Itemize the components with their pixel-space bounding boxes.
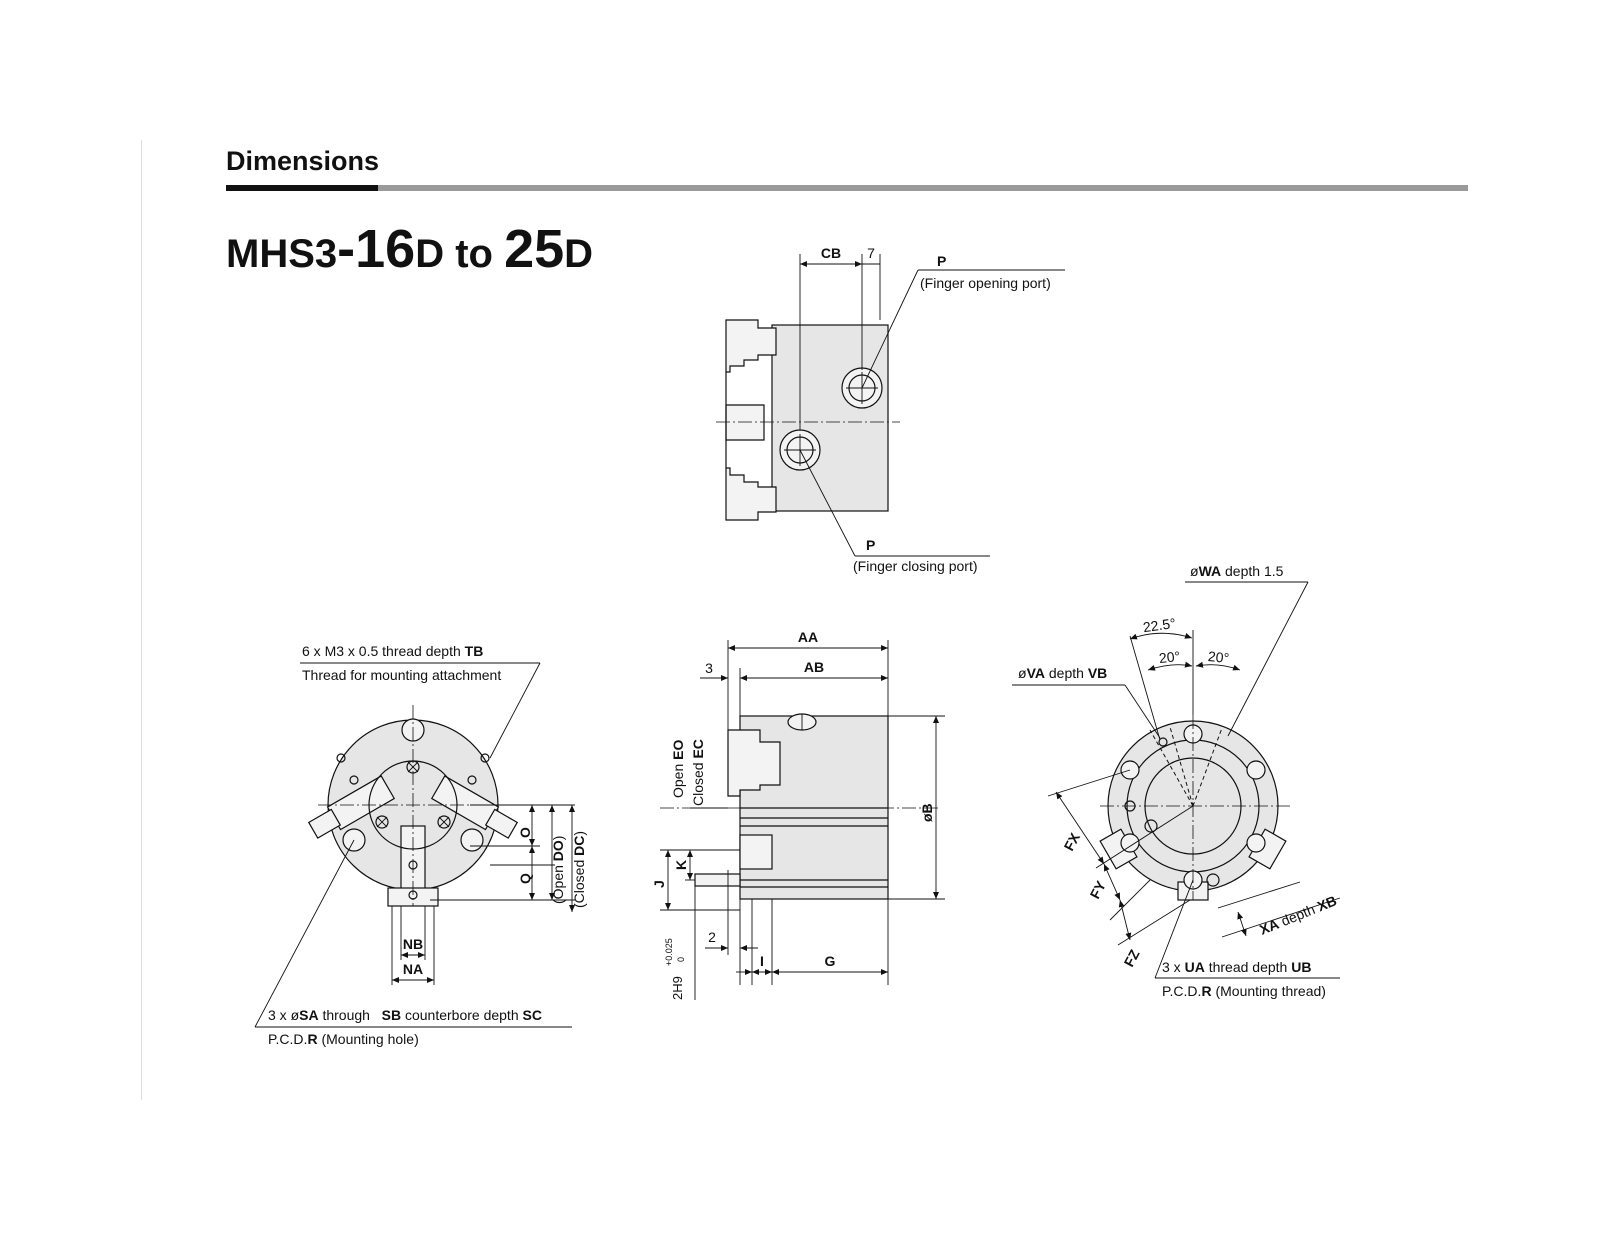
va-leader (1124, 684, 1161, 739)
dim-dc: (Closed DC) (571, 831, 587, 908)
thread-note-line2: Thread for mounting attachment (302, 667, 501, 683)
dim-ab: AB (804, 659, 824, 675)
title-underline-dark (226, 185, 378, 191)
model-to: 25 (504, 219, 565, 279)
va-note: øVA depth VB (1018, 665, 1107, 681)
dim-fy-line (1103, 863, 1121, 901)
top-finger-upper (725, 319, 777, 373)
hole-note: 3 x øSA through SB counterbore depth SC (268, 1007, 542, 1023)
angle-arc-20a (1147, 661, 1193, 671)
front-view: 6 x M3 x 0.5 thread depth TB Thread for … (254, 643, 587, 1047)
top-finger-lower (725, 467, 777, 521)
model-suffix-b: D (564, 232, 594, 276)
wa-leader (1227, 581, 1309, 737)
top-finger-middle (725, 404, 765, 441)
port-close-desc: (Finger closing port) (853, 558, 978, 574)
ua-note: 3 x UA thread depth UB (1162, 959, 1311, 975)
closed-ec: Closed EC (690, 739, 706, 806)
model-title: MHS3-16D to 25D (226, 222, 593, 276)
hole-note-line2: P.C.D.R (Mounting hole) (268, 1031, 419, 1047)
port-open-code: P (937, 253, 946, 269)
dim-na: NA (403, 961, 423, 977)
model-prefix: MHS3 (226, 232, 338, 276)
model-dash: - (337, 219, 356, 279)
dim-k: K (673, 860, 689, 870)
angle-arc-225 (1129, 632, 1193, 640)
open-eo: Open EO (670, 740, 686, 798)
dim-do: (Open DO) (550, 836, 566, 904)
wa-note: øWA depth 1.5 (1190, 563, 1284, 579)
top-body (771, 324, 889, 512)
title-underline-grey (378, 185, 1468, 191)
angle-20-b: 20° (1207, 648, 1230, 666)
rear-hole-lower-right (1246, 833, 1266, 853)
dim-fx: FX (1061, 830, 1084, 854)
side-finger-upper (727, 729, 781, 797)
port-closing-leader (799, 449, 856, 557)
fit-tolerance: 2H9 (670, 976, 685, 1000)
page-edge-rule (141, 140, 142, 1100)
model-from: 16 (355, 219, 416, 279)
xa-note: XA depth XB (1257, 892, 1339, 937)
model-to-word: to (444, 232, 505, 276)
pcd-note: P.C.D.R (Mounting thread) (1162, 983, 1326, 999)
dim-b: øB (919, 803, 935, 822)
angle-arc-20b (1195, 661, 1241, 671)
thread-leader (489, 662, 541, 759)
side-finger-pin (694, 873, 741, 887)
angle-22-5: 22.5° (1142, 615, 1177, 635)
side-finger-lower (739, 834, 773, 870)
model-suffix-a: D (415, 232, 445, 276)
hole-leader (254, 839, 355, 1028)
dim-2: 2 (708, 929, 716, 945)
fit-lower: 0 (676, 957, 686, 962)
dim-fz: FZ (1121, 946, 1143, 969)
dim-o: O (517, 827, 533, 838)
dim-cb: CB (821, 245, 841, 261)
port-close-code: P (866, 537, 875, 553)
angle-20-a: 20° (1158, 648, 1181, 666)
front-screw-right (460, 828, 484, 852)
dim-nb: NB (403, 936, 423, 952)
rear-hole-lower-left (1120, 833, 1140, 853)
rear-view: 22.5° 20° 20° øWA depth 1.5 øVA depth VB… (1012, 563, 1341, 999)
dim-i: I (760, 953, 764, 969)
dim-fx-line (1055, 791, 1105, 865)
section-title: Dimensions (226, 146, 380, 176)
side-view: AA AB 3 Open EO Closed EC øB J K (651, 629, 945, 1000)
port-open-desc: (Finger opening port) (920, 275, 1051, 291)
dim-fy: FY (1087, 878, 1110, 902)
front-jaw-upper-right (430, 775, 519, 839)
thread-note: 6 x M3 x 0.5 thread depth TB (302, 643, 483, 659)
port-opening-leader (861, 269, 919, 389)
front-jaw-upper-left (307, 775, 396, 839)
dim-3: 3 (705, 660, 713, 676)
dim-xa-line (1237, 911, 1247, 937)
rear-hole-right (1246, 760, 1266, 780)
top-view: CB 7 P (Finger opening port) P (Finger c… (716, 245, 1065, 574)
dim-fz-line (1118, 899, 1132, 941)
fit-upper: +0.025 (664, 938, 674, 966)
dim-aa: AA (798, 629, 818, 645)
ua-leader (1154, 879, 1194, 979)
dim-7: 7 (867, 245, 875, 261)
dim-q: Q (517, 873, 533, 884)
dim-j: J (651, 880, 667, 888)
dim-g: G (825, 953, 836, 969)
